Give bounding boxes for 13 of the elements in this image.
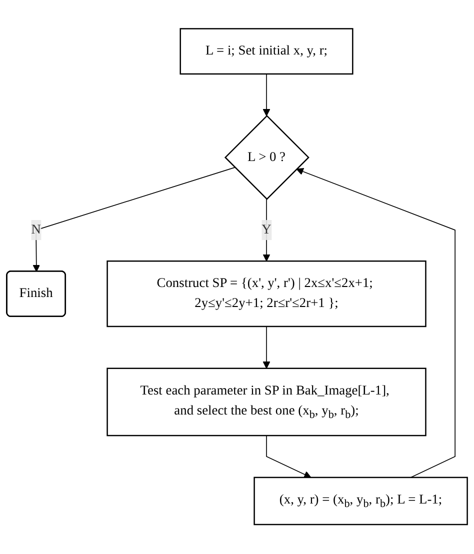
node-box: Test each parameter in SP in Bak_Image[L-1], and select the best one (x$_{b}$, y$_{b}$, r$_{b}$); <box>106 368 426 437</box>
edge-label: N <box>31 222 41 238</box>
arrow <box>262 199 270 262</box>
edge-label: Y <box>262 222 272 238</box>
arrow <box>262 74 270 117</box>
node-box: Construct SP = {(x', y', r') | 2x≤x'≤2x+1; 2y≤y'≤2y+1; 2r≤r'≤2r+1 }; <box>106 260 426 328</box>
node-box: (x, y, r) = (x$_{b}$, y$_{b}$, r$_{b}$); L = L-1; <box>254 477 468 526</box>
arrow <box>266 436 312 478</box>
node-box: L = i; Set initial x, y, r; <box>180 28 354 75</box>
node-diamond: L > 0 ? <box>224 115 310 200</box>
arrow <box>32 167 236 272</box>
arrow <box>262 326 270 370</box>
arrow <box>296 168 456 478</box>
